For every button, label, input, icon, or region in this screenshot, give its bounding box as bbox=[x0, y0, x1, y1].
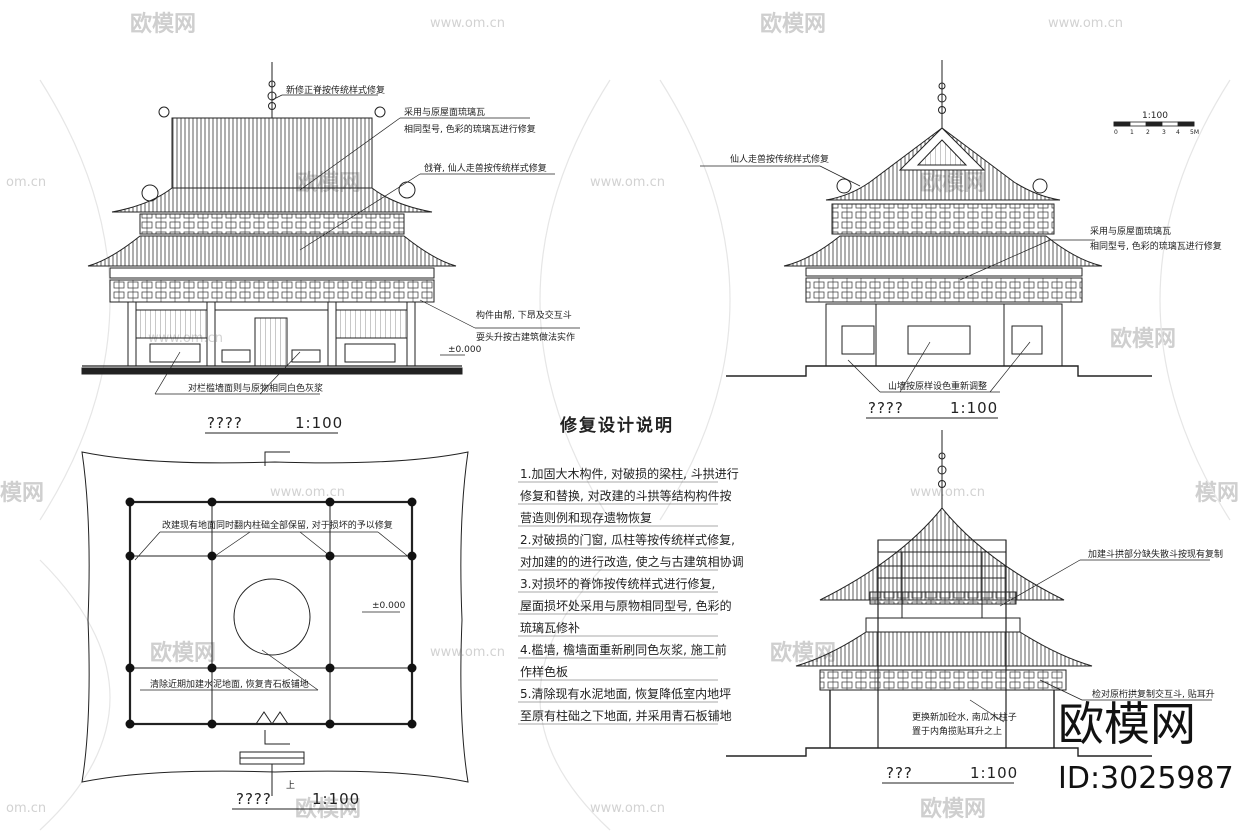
entrance-label: 上 bbox=[286, 780, 295, 791]
section-notes: 加建斗拱部分缺失散斗按现有复制 检对原桁拱复制交互斗, 贴耳升 更换新加砼水, … bbox=[882, 548, 1223, 784]
watermark-url: www.om.cn bbox=[430, 645, 505, 660]
level-mark: ±0.000 bbox=[448, 345, 482, 355]
watermark-logo: 模网 bbox=[1195, 481, 1239, 506]
section-note: 加建斗拱部分缺失散斗按现有复制 bbox=[1088, 548, 1223, 560]
restoration-item: 对加建的的进行改造, 使之与古建筑相协调 bbox=[520, 554, 744, 569]
level-mark: ±0.000 bbox=[372, 601, 406, 611]
front-elevation-caption-code: ???? bbox=[207, 414, 243, 432]
scale-bar-label: 1:100 bbox=[1142, 111, 1168, 121]
brand-stamp: 欧模网 ID:3025987 bbox=[1058, 697, 1234, 796]
watermark-logo: 欧模网 bbox=[150, 640, 216, 666]
restoration-item: 作样色板 bbox=[520, 664, 568, 679]
side-elevation-notes: 仙人走兽按传统样式修复 采用与原屋面琉璃瓦 相同型号, 色彩的琉璃瓦进行修复 山… bbox=[730, 111, 1222, 419]
scale-tick: 1 bbox=[1130, 129, 1134, 136]
restoration-item: 至原有柱础之下地面, 并采用青石板铺地 bbox=[520, 708, 732, 723]
side-note: 采用与原屋面琉璃瓦 bbox=[1090, 225, 1171, 237]
side-elevation bbox=[700, 60, 1195, 393]
front-elevation-notes: 新修正脊按传统样式修复 采用与原屋面琉璃瓦 相同型号, 色彩的琉璃瓦进行修复 戗… bbox=[188, 84, 575, 434]
section-note: 置于内角揽贴耳升之上 bbox=[912, 725, 1002, 737]
side-note: 山墙按原样设色重新调整 bbox=[888, 380, 987, 392]
restoration-item: 1.加固大木构件, 对破损的梁柱, 斗拱进行 bbox=[520, 466, 739, 481]
side-note: 相同型号, 色彩的琉璃瓦进行修复 bbox=[1090, 240, 1222, 252]
side-elevation-caption-scale: 1:100 bbox=[950, 399, 998, 417]
section-view bbox=[726, 430, 1212, 757]
front-note: 对栏槛墙面则与原物相同白色灰浆 bbox=[188, 382, 323, 394]
watermark-url: www.om.cn bbox=[430, 16, 505, 31]
scale-tick: 4 bbox=[1176, 129, 1180, 136]
front-note: 相同型号, 色彩的琉璃瓦进行修复 bbox=[404, 123, 536, 135]
restoration-item: 4.槛墙, 檐墙面重新刷同色灰浆, 施工前 bbox=[520, 642, 727, 657]
restoration-item: 2.对破损的门窗, 瓜柱等按传统样式修复, bbox=[520, 532, 735, 547]
section-caption-code: ??? bbox=[886, 764, 913, 782]
restoration-item: 琉璃瓦修补 bbox=[520, 620, 580, 635]
watermark-logo: 欧模网 bbox=[760, 11, 826, 37]
floor-plan bbox=[81, 451, 469, 796]
plan-note: 清除近期加建水泥地面, 恢复青石板铺地 bbox=[150, 678, 309, 690]
scale-tick: 2 bbox=[1146, 129, 1150, 136]
section-note: 更换新加砼水, 南瓜木柱子 bbox=[912, 711, 1017, 723]
watermark-logo: 欧模网 bbox=[920, 796, 986, 822]
watermark-url: www.om.cn bbox=[270, 485, 345, 500]
watermark-url: www.om.cn bbox=[1048, 16, 1123, 31]
front-elevation bbox=[81, 62, 580, 395]
watermark-logo: 欧模网 bbox=[1110, 326, 1176, 352]
plan-note: 改建现有地面同时翻内柱础全部保留, 对于损坏的予以修复 bbox=[162, 519, 393, 531]
scale-tick: 3 bbox=[1162, 129, 1166, 136]
restoration-item: 5.清除现有水泥地面, 恢复降低室内地坪 bbox=[520, 686, 731, 701]
front-note: 耍头升按古建筑做法实作 bbox=[476, 331, 575, 343]
front-note: 新修正脊按传统样式修复 bbox=[286, 84, 385, 96]
restoration-item: 3.对损坏的脊饰按传统样式进行修复, bbox=[520, 576, 715, 591]
side-elevation-caption-code: ???? bbox=[868, 399, 904, 417]
watermark-url: www.om.cn bbox=[590, 801, 665, 816]
brand-id: ID:3025987 bbox=[1058, 761, 1234, 796]
restoration-item: 修复和替换, 对改建的斗拱等结构构件按 bbox=[520, 488, 732, 503]
front-note: 构件由帮, 下昂及交互斗 bbox=[476, 309, 572, 321]
side-note: 仙人走兽按传统样式修复 bbox=[730, 153, 829, 165]
watermark-url: www.om.cn bbox=[590, 175, 665, 190]
section-note: 检对原桁拱复制交互斗, 贴耳升 bbox=[1092, 688, 1215, 700]
watermark-logo: 欧模网 bbox=[130, 11, 196, 37]
front-note: 戗脊, 仙人走兽按传统样式修复 bbox=[424, 162, 547, 174]
watermark-logo: 模网 bbox=[0, 481, 44, 506]
watermark-url: om.cn bbox=[6, 175, 46, 190]
watermark-url: om.cn bbox=[6, 801, 46, 816]
watermark-url: www.om.cn bbox=[910, 485, 985, 500]
brand-logo-text: 欧模网 bbox=[1058, 697, 1196, 751]
restoration-title: 修复设计说明 bbox=[559, 415, 674, 436]
front-elevation-caption-scale: 1:100 bbox=[295, 414, 343, 432]
front-note: 采用与原屋面琉璃瓦 bbox=[404, 106, 485, 118]
scale-tick: 5M bbox=[1190, 129, 1199, 136]
section-caption-scale: 1:100 bbox=[970, 764, 1018, 782]
restoration-item: 营造则例和现存遗物恢复 bbox=[520, 511, 652, 525]
plan-caption-scale: 1:100 bbox=[312, 790, 360, 808]
restoration-item: 屋面损坏处采用与原物相同型号, 色彩的 bbox=[520, 598, 732, 613]
scale-tick: 0 bbox=[1114, 129, 1118, 136]
restoration-notes: 修复设计说明 1.加固大木构件, 对破损的梁柱, 斗拱进行 修复和替换, 对改建… bbox=[518, 415, 744, 725]
plan-caption-code: ???? bbox=[236, 790, 272, 808]
floor-plan-notes: 改建现有地面同时翻内柱础全部保留, 对于损坏的予以修复 清除近期加建水泥地面, … bbox=[150, 519, 406, 810]
